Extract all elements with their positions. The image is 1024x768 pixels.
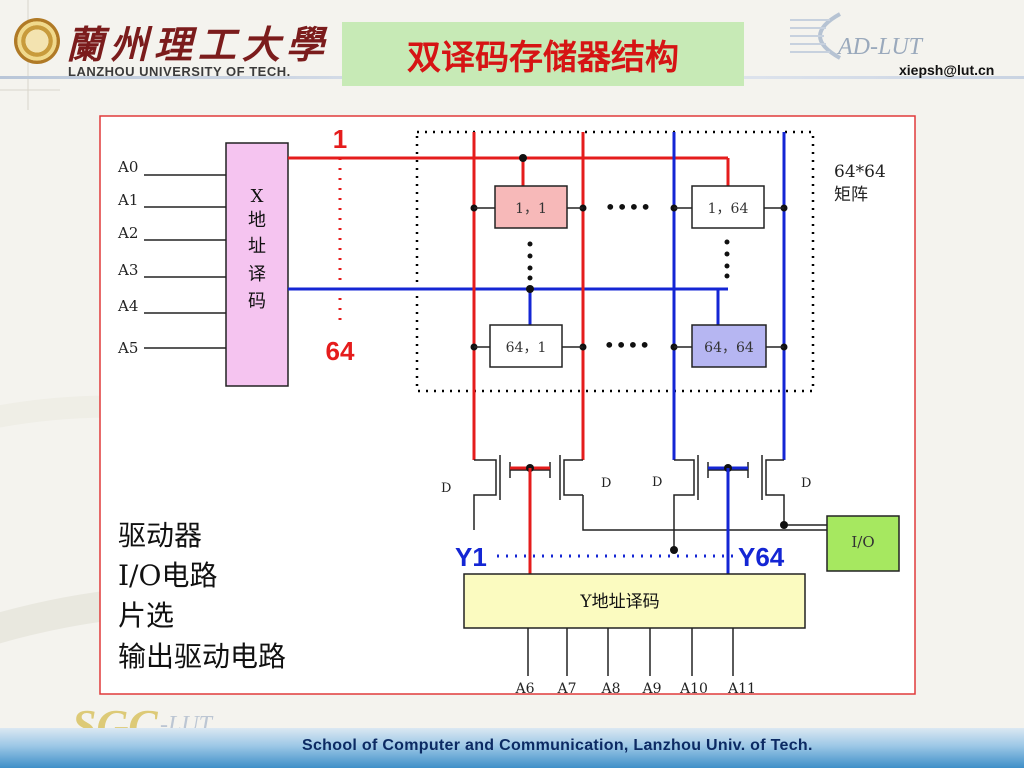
memory-cell-1-1 [494, 185, 568, 229]
y-address-lines [527, 628, 734, 676]
transistor-label-d1: D [441, 481, 451, 496]
university-seal-icon [14, 18, 60, 64]
y-address-input-a8: A8 [600, 681, 620, 697]
cad-logo-icon [790, 12, 841, 60]
x-decoder-label-5: 码 [248, 291, 266, 312]
row-ellipsis-top: •••• [604, 195, 651, 219]
row-ellipsis-bottom: •••• [603, 333, 650, 357]
y-address-input-a6: A6 [514, 681, 534, 697]
university-name-en: LANZHOU UNIVERSITY OF TECH. [68, 64, 291, 79]
slide-title: 双译码存储器结构 [342, 22, 744, 86]
x-address-input-a2: A2 [117, 224, 138, 242]
footer-text: School of Computer and Communication, La… [302, 737, 813, 754]
io-circuit-block [826, 515, 900, 572]
contact-email: xiepsh@lut.cn [899, 62, 995, 78]
x-decoder-label-1: X [251, 186, 264, 207]
x-address-input-a1: A1 [117, 191, 138, 209]
transistor-label-d3: D [652, 475, 662, 490]
y-decoder-label: Y地址译码 [579, 592, 659, 612]
note-driver: 驱动器 [118, 519, 202, 552]
column-select-transistors [473, 455, 827, 550]
x-address-input-a3: A3 [117, 261, 138, 279]
matrix-word-label: 矩阵 [834, 185, 868, 205]
memory-cell-1-64-label: 1，64 [708, 201, 749, 217]
memory-cell-64-1-label: 64，1 [506, 340, 547, 356]
note-chip-select: 片选 [118, 599, 174, 632]
column-ellipsis [527, 239, 730, 281]
university-name-cn: 蘭州理工大學 [66, 22, 331, 67]
x-address-input-a5: A5 [117, 339, 138, 357]
note-output-driver: 输出驱动电路 [118, 640, 286, 673]
row-last-label: 64 [326, 336, 355, 366]
y-address-input-a9: A9 [641, 681, 661, 697]
footer-bar [0, 728, 1024, 768]
column-first-label: Y1 [455, 542, 487, 572]
word-taps [521, 158, 730, 325]
memory-cell-1-64 [691, 185, 765, 229]
memory-cell-64-64 [691, 324, 767, 368]
y-address-input-a11: A11 [727, 681, 756, 697]
x-decoder-label-3: 址 [248, 236, 266, 257]
x-address-lines [144, 174, 226, 349]
memory-cell-1-1-label: 1，1 [515, 201, 547, 217]
x-address-input-a0: A0 [117, 158, 138, 176]
row-first-label: 1 [333, 124, 347, 154]
memory-cell-64-64-label: 64，64 [704, 340, 754, 356]
x-decoder-label-2: 地 [248, 210, 266, 231]
x-decoder-label-4: 译 [248, 264, 266, 285]
cad-logo-text: AD-LUT [838, 34, 923, 60]
y-address-decoder [463, 573, 806, 629]
bit-lines [472, 132, 786, 460]
matrix-size-label: 64*64 [834, 162, 886, 182]
transistor-label-d4: D [801, 476, 811, 491]
y-address-input-a10: A10 [679, 681, 708, 697]
transistor-label-d2: D [601, 476, 611, 491]
x-address-input-a4: A4 [117, 297, 138, 315]
io-label: I/O [851, 533, 874, 551]
x-address-decoder [225, 142, 289, 387]
note-io-circuit: I/O电路 [118, 559, 217, 592]
memory-cell-64-1 [489, 324, 563, 368]
column-last-label: Y64 [738, 542, 785, 572]
y-address-input-a7: A7 [556, 681, 576, 697]
